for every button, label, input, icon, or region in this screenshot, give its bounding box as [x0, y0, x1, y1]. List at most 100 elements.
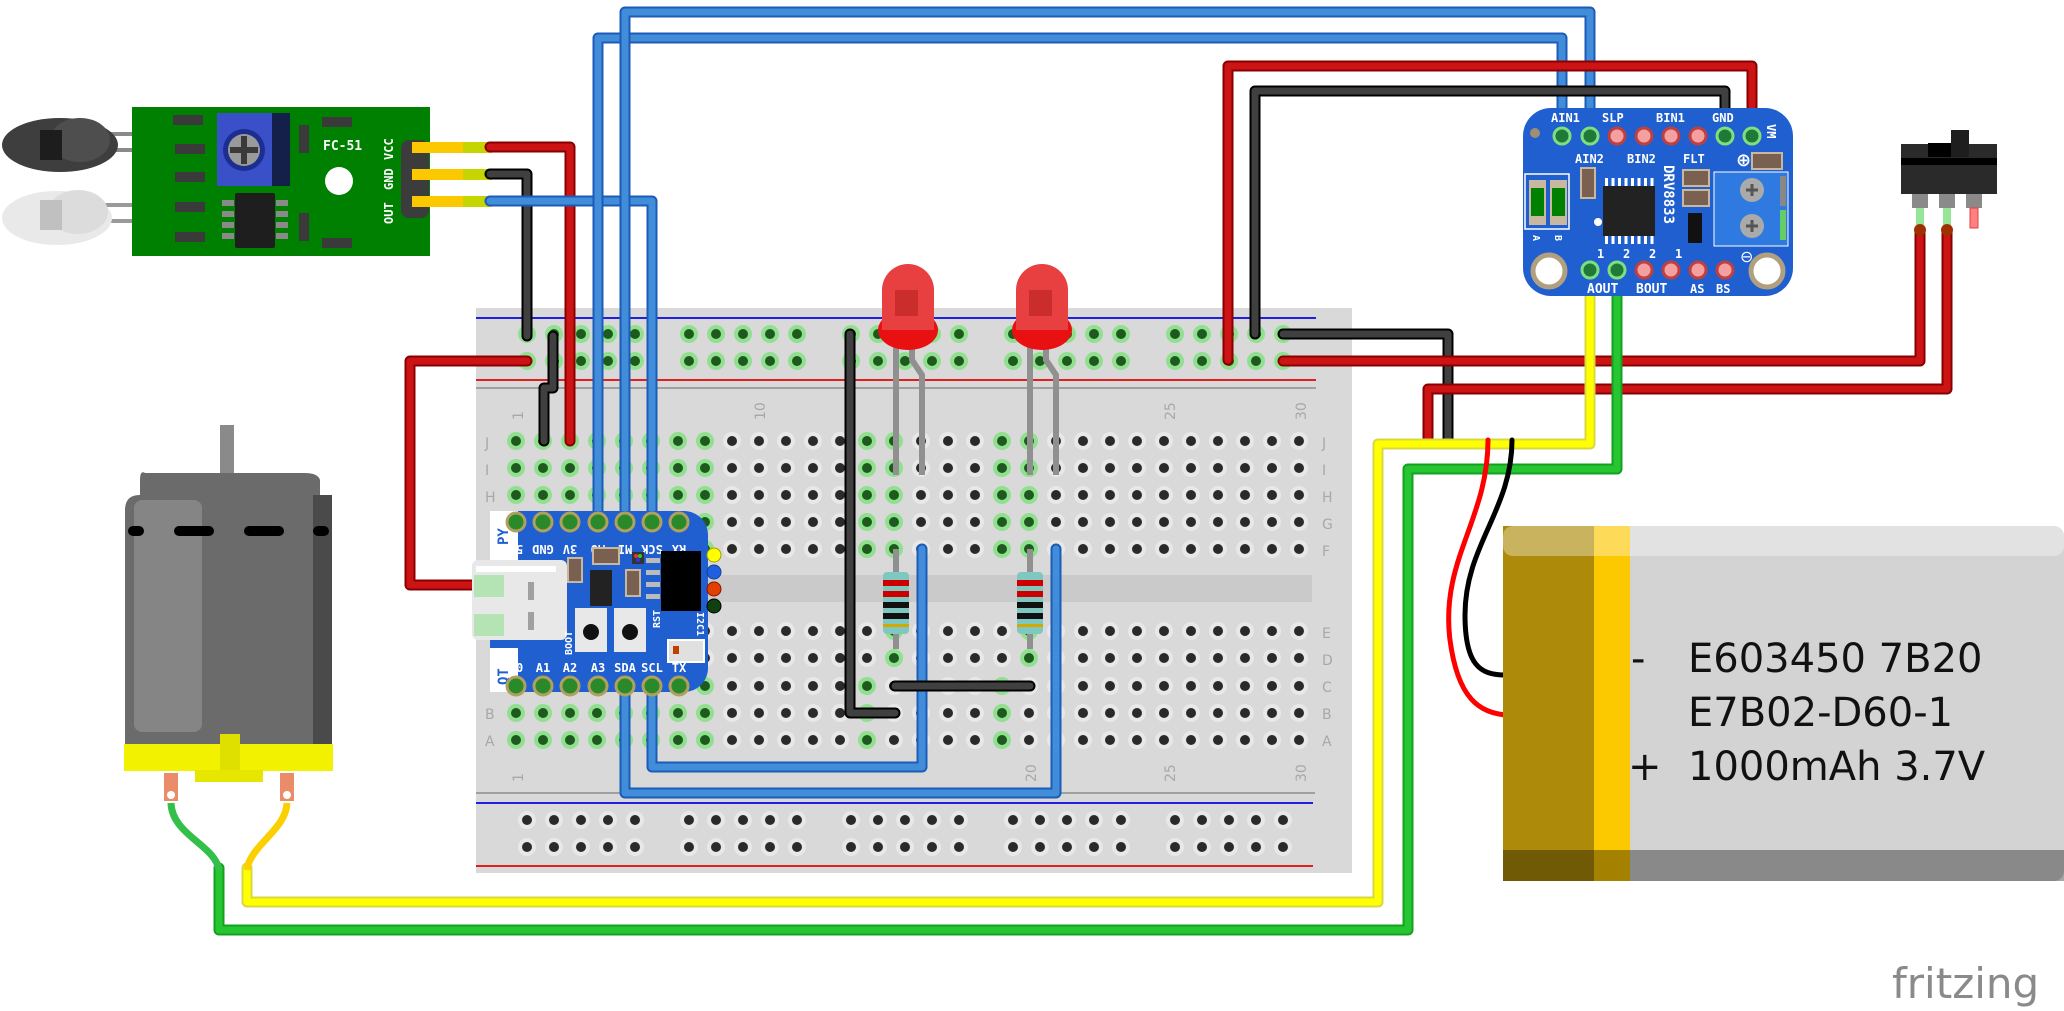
- breadboard-hole-center: [1294, 681, 1304, 691]
- qt-py-pin[interactable]: [505, 511, 527, 533]
- boot-button[interactable]: [575, 608, 607, 652]
- qt-py-pin[interactable]: [614, 511, 636, 533]
- breadboard-hole-center: [1267, 517, 1277, 527]
- breadboard-hole-center: [970, 708, 980, 718]
- rail-hole-center: [1116, 329, 1126, 339]
- breadboard-hole-center: [916, 490, 926, 500]
- wire-led-gnd-black[interactable]: [844, 328, 901, 719]
- breadboard-hole-center: [727, 735, 737, 745]
- rail-hole-center: [630, 842, 640, 852]
- rail-hole-center: [576, 356, 586, 366]
- breadboard-hole-center: [1186, 735, 1196, 745]
- drv-pin-vm[interactable]: [1742, 126, 1762, 146]
- qt-py-pin-label: 5V: [509, 542, 523, 556]
- breadboard-hole-center: [511, 490, 521, 500]
- breadboard-hole-center: [1294, 544, 1304, 554]
- breadboard-hole-center: [727, 708, 737, 718]
- drv-output-pin[interactable]: [1580, 260, 1600, 280]
- qt-py-pin[interactable]: [668, 675, 690, 697]
- led-1[interactable]: [878, 264, 938, 475]
- ir-sensor-header-pins[interactable]: [401, 140, 492, 218]
- wire-scl-to-led1-blue[interactable]: [646, 543, 928, 773]
- qt-py-pin[interactable]: [587, 511, 609, 533]
- wire-rail-vcc-to-switch-red[interactable]: [1277, 224, 1926, 367]
- drv-output-pin[interactable]: [1688, 260, 1708, 280]
- breadboard-hole-center: [1159, 735, 1169, 745]
- col-label-25: 25: [1163, 402, 1179, 420]
- col-label-30: 30: [1294, 402, 1310, 420]
- wire-vm-red[interactable]: [1222, 60, 1758, 366]
- breadboard-hole-center: [835, 735, 845, 745]
- wire-rail-gnd-to-battery-black[interactable]: [1277, 328, 1454, 446]
- wire-5v-to-rail-red[interactable]: [404, 355, 533, 591]
- wire-aout1-to-motor-yellow[interactable]: [241, 264, 1596, 908]
- drv-chip-label: DRV8833: [1660, 165, 1676, 224]
- drv-output-pin[interactable]: [1715, 260, 1735, 280]
- wire-switch-to-battery-red[interactable]: [1422, 224, 1953, 446]
- qt-py-pin[interactable]: [668, 511, 690, 533]
- reset-button[interactable]: [614, 608, 646, 652]
- qt-py-pin[interactable]: [614, 675, 636, 697]
- wire-ir-vcc-red[interactable]: [484, 141, 576, 447]
- qt-py-pin[interactable]: [505, 675, 527, 697]
- rail-hole-center: [576, 815, 586, 825]
- wire-mi-to-ain2-blue[interactable]: [619, 6, 1596, 528]
- drv-output-pin[interactable]: [1607, 260, 1627, 280]
- qt-py-pin-label: SCK: [640, 542, 662, 556]
- row-label-a: A: [1322, 734, 1332, 750]
- breadboard-hole-center: [781, 708, 791, 718]
- qt-py-switch-icon[interactable]: [667, 639, 705, 663]
- drv-pin-bin2[interactable]: [1634, 126, 1654, 146]
- qt-py-pin[interactable]: [641, 511, 663, 533]
- wire-aout2-to-motor-green[interactable]: [213, 264, 1623, 936]
- drv-pin-gnd[interactable]: [1715, 126, 1735, 146]
- breadboard-hole-center: [727, 653, 737, 663]
- breadboard-hole-center: [1105, 653, 1115, 663]
- breadboard-hole-center: [997, 708, 1007, 718]
- ir-sensor-module[interactable]: FC-51 OUT GND VCC: [2, 107, 492, 256]
- switch-slider-handle[interactable]: [1951, 130, 1969, 157]
- rail-hole-center: [1116, 815, 1126, 825]
- resistor-2[interactable]: [1017, 549, 1043, 649]
- lipo-battery[interactable]: - E603450 7B20 E7B02-D60-1 + 1000mAh 3.7…: [1503, 526, 2064, 881]
- drv-pin-ain1[interactable]: [1552, 126, 1572, 146]
- breadboard-hole-center: [727, 517, 737, 527]
- drv-pin-bin1[interactable]: [1661, 126, 1681, 146]
- potentiometer-icon[interactable]: [217, 113, 290, 186]
- breadboard-hole-center: [889, 735, 899, 745]
- screw-terminal-icon[interactable]: [1713, 171, 1789, 247]
- row-label-i: I: [1322, 463, 1326, 479]
- dc-motor[interactable]: [124, 425, 333, 871]
- drv-output-pin[interactable]: [1661, 260, 1681, 280]
- drv-output-pin[interactable]: [1634, 260, 1654, 280]
- breadboard-hole-center: [673, 463, 683, 473]
- slide-switch[interactable]: [1901, 130, 1997, 236]
- breadboard-hole-center: [835, 681, 845, 691]
- drv-pin-slp[interactable]: [1607, 126, 1627, 146]
- wire-sda-to-led2-blue[interactable]: [619, 543, 1062, 799]
- motor-driver-board[interactable]: AIN1 SLP BIN1 GND VM AIN2 BIN2 FLT A B D…: [1523, 108, 1793, 297]
- qt-py-pin[interactable]: [532, 675, 554, 697]
- wire-ir-out-blue[interactable]: [484, 195, 658, 528]
- qt-py-pin[interactable]: [641, 675, 663, 697]
- drv-pin-ain2[interactable]: [1580, 126, 1600, 146]
- usb-c-port-icon[interactable]: [472, 560, 567, 640]
- ir-pin-label-gnd: GND: [382, 168, 396, 190]
- breadboard-hole-center: [673, 436, 683, 446]
- row-label-g: G: [1322, 517, 1333, 533]
- wire-gnd-jumper-black[interactable]: [538, 330, 559, 447]
- rail-hole-center: [1251, 356, 1261, 366]
- qt-py-pin[interactable]: [532, 511, 554, 533]
- qt-py-pin[interactable]: [559, 675, 581, 697]
- qt-py-pin[interactable]: [587, 675, 609, 697]
- resistor-1[interactable]: [883, 549, 909, 649]
- breadboard-hole-center: [889, 490, 899, 500]
- wire-ir-gnd-black[interactable]: [484, 168, 533, 342]
- breadboard-hole-center: [1186, 517, 1196, 527]
- drv-pin-flt[interactable]: [1688, 126, 1708, 146]
- qt-py-pin[interactable]: [559, 511, 581, 533]
- led-2[interactable]: [1012, 264, 1072, 475]
- breadboard-hole-center: [1213, 708, 1223, 718]
